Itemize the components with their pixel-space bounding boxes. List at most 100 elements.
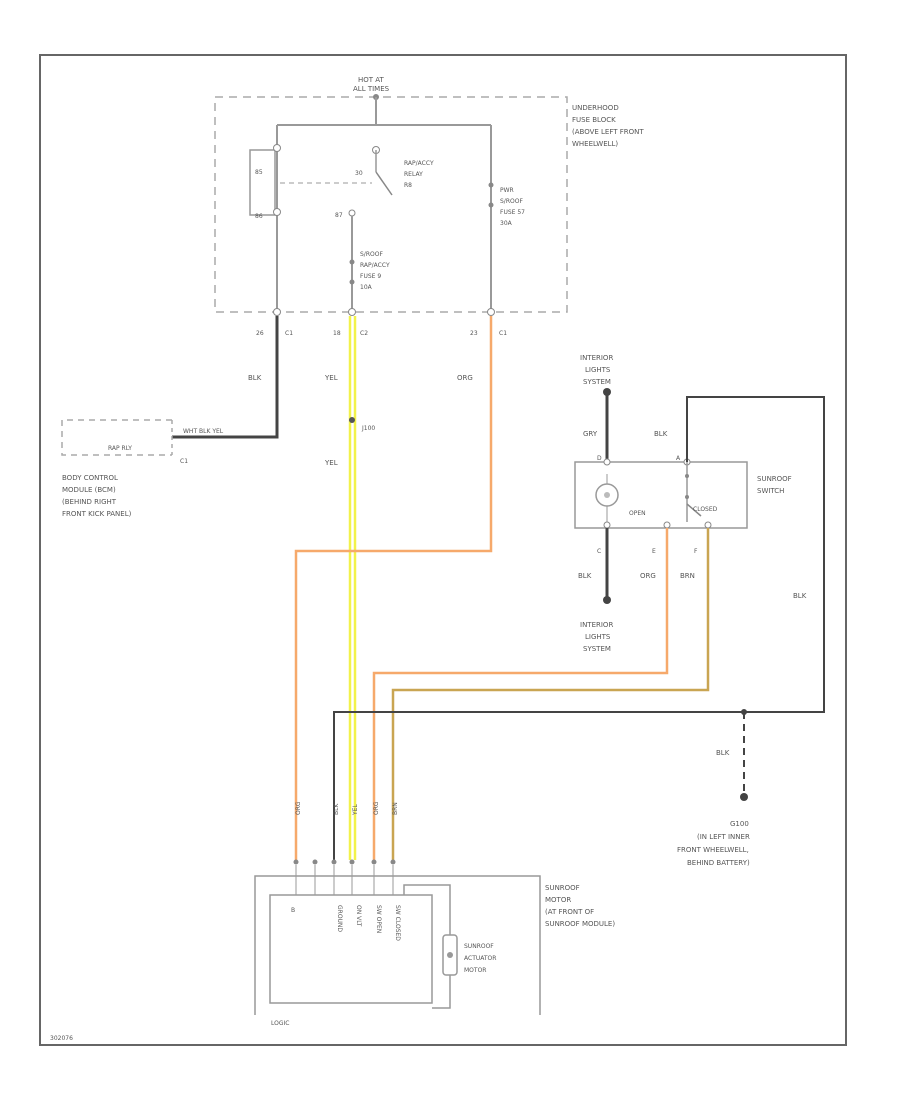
wire-yel-label-2: YEL [324, 459, 338, 467]
wire-org-open-label: ORG [640, 572, 656, 580]
motor-connector [293, 859, 396, 895]
connector-mid-dot [348, 308, 356, 316]
ground-terminal [740, 793, 748, 801]
motor-pin-label-b: B [291, 907, 295, 914]
motor-pin-label-onvlt: ON VLT [355, 905, 362, 927]
motor-wire-color-ground: BLK [333, 803, 340, 815]
sunroof-switch-box [574, 461, 748, 529]
motor-wire-color-onvlt: YEL [352, 804, 359, 816]
sunroof-motor: ORG BLK YEL ORG BRN B GROUND ON VLT SW O… [254, 801, 615, 1027]
switch-pin-e: E [652, 548, 656, 555]
ground-desc-1: (IN LEFT INNER [697, 833, 750, 841]
connector-right-pin: 23 [470, 330, 478, 337]
wire-blk-interior-label: BLK [578, 572, 592, 580]
switch-pin-d: D [597, 455, 602, 462]
motor-pin-5 [371, 859, 377, 865]
relay-pin-86-dot [273, 208, 281, 216]
fuse-9-bottom-dot [349, 279, 355, 285]
relay-pin-30: 30 [355, 170, 363, 177]
relay-pin-85: 85 [255, 169, 263, 176]
wire-blk-ground-loop [333, 396, 825, 860]
motor-logic-label: LOGIC [271, 1020, 289, 1027]
relay-coil-box [249, 149, 276, 216]
wire-gry-label: GRY [583, 430, 598, 438]
fuse-57-label-3: FUSE 57 [500, 209, 525, 216]
bcm-outline [61, 419, 172, 456]
motor-name-4: SUNROOF MODULE) [545, 920, 615, 928]
switch-pin-c-dot [603, 521, 611, 529]
bcm-wire-label: WHT BLK YEL [183, 428, 224, 435]
interior-lights-top-2: LIGHTS [585, 366, 611, 374]
ground-desc-3: BEHIND BATTERY) [687, 859, 750, 867]
bcm-rap-rly: RAP RLY [108, 445, 132, 452]
ground-wire-label: BLK [716, 749, 730, 757]
bcm-name-3: (BEHIND RIGHT [62, 498, 117, 506]
diagram-id: 302076 [50, 1035, 73, 1042]
relay-name-1: RAP/ACCY [404, 160, 434, 167]
switch-node-1 [685, 474, 689, 478]
interior-lights-top-3: SYSTEM [583, 378, 611, 386]
actuator-lead-bottom [432, 975, 451, 1009]
fuse-9-top-dot [349, 259, 355, 265]
switch-pin-e-dot [663, 521, 671, 529]
wire-yel-label-1: YEL [324, 374, 338, 382]
motor-pin-label-swopen: SW OPEN [375, 905, 382, 933]
switch-open-label: OPEN [629, 510, 646, 517]
actuator-label-1: SUNROOF [464, 943, 494, 950]
motor-wire-color-closed: BRN [392, 802, 399, 815]
relay-name-2: RELAY [404, 171, 423, 178]
fuse-57-top-dot [488, 182, 494, 188]
fuse-block-name-1: UNDERHOOD [572, 104, 619, 112]
connector-left-conn: C1 [285, 330, 293, 337]
connector-right-dot [487, 308, 495, 316]
wire-blk-switch-label: BLK [654, 430, 668, 438]
motor-pin-1 [293, 859, 299, 865]
wire-blk-bcm [172, 316, 279, 439]
bcm-name-1: BODY CONTROL [62, 474, 118, 482]
wire-org-power [294, 316, 493, 860]
switch-pin-a: A [676, 455, 681, 462]
underhood-fuse-block: HOT AT ALL TIMES UNDERHOOD FUSE BLOCK (A… [214, 76, 644, 337]
fuse-57-label-2: S/ROOF [500, 198, 523, 205]
actuator-motor-icon [442, 934, 458, 976]
wire-blk-bcm-label: BLK [248, 374, 262, 382]
motor-name-1: SUNROOF [545, 884, 580, 892]
connector-left-pin: 26 [256, 330, 264, 337]
relay-name-3: R8 [404, 182, 412, 189]
actuator-motor-center [447, 952, 453, 958]
motor-wire-color-b: ORG [295, 801, 302, 815]
fuse-block-name-2: FUSE BLOCK [572, 116, 616, 124]
relay-pin-87: 87 [335, 212, 343, 219]
actuator-label-2: ACTUATOR [464, 955, 496, 962]
switch-pin-c: C [597, 548, 601, 555]
connector-right-conn: C1 [499, 330, 507, 337]
fuse-9-label-3: FUSE 9 [360, 273, 381, 280]
splice-j100-label: J100 [361, 425, 375, 432]
motor-name-2: MOTOR [545, 896, 571, 904]
fuse-block-wires: BLK YEL J100 YEL ORG [172, 316, 493, 860]
motor-pin-label-swclosed: SW CLOSED [394, 905, 401, 941]
fuse-57-bottom-dot [488, 202, 494, 208]
relay-pin-85-dot [273, 144, 281, 152]
switch-pin-f-dot [704, 521, 712, 529]
ground-name: G100 [730, 820, 749, 828]
actuator-label-3: MOTOR [464, 967, 486, 974]
body-control-module: RAP RLY WHT BLK YEL C1 BODY CONTROL MODU… [61, 419, 224, 518]
sunroof-switch-area: INTERIOR LIGHTS SYSTEM GRY SUNROOF SWITC… [333, 354, 825, 860]
wire-brn-closed [391, 528, 710, 860]
connector-left-dot [273, 308, 281, 316]
fuse-block-outline [214, 96, 568, 313]
motor-pin-6 [390, 859, 396, 865]
ground-g100: BLK G100 (IN LEFT INNER FRONT WHEELWELL,… [677, 709, 750, 867]
connector-mid-pin: 18 [333, 330, 341, 337]
interior-lights-top-1: INTERIOR [580, 354, 613, 362]
fuse-57-label-1: PWR [500, 187, 514, 194]
all-times-label: ALL TIMES [353, 85, 390, 93]
fuse-9-label-4: 10A [360, 284, 373, 291]
motor-pin-label-ground: GROUND [336, 905, 343, 932]
sunroof-switch-name-1: SUNROOF [757, 475, 792, 483]
fuse-block-name-4: WHEELWELL) [572, 140, 618, 148]
sunroof-switch-name-2: SWITCH [757, 487, 784, 495]
switch-closed-label: CLOSED [693, 506, 718, 513]
motor-name-3: (AT FRONT OF [545, 908, 594, 916]
